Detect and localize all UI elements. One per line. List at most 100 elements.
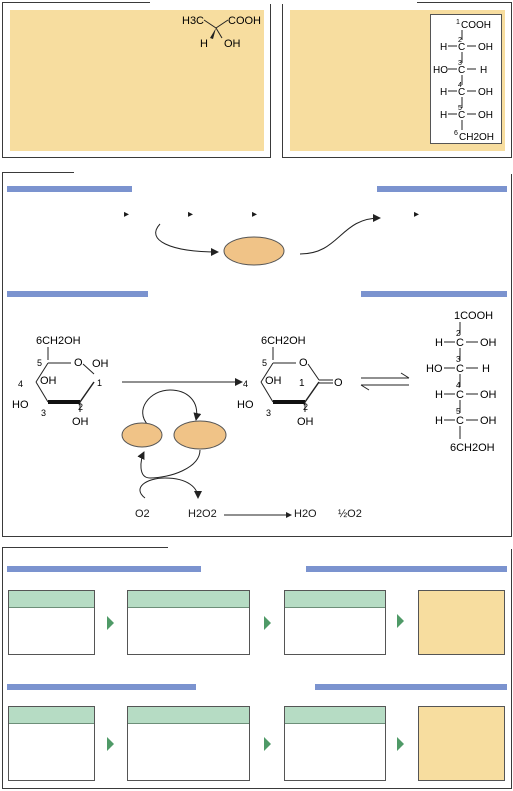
svg-text:1: 1 [299,378,305,389]
bottom-bar-right-1 [306,566,507,572]
equilibrium-arrows [360,372,410,391]
process-box-1 [8,590,95,655]
middle-bar-right-2 [361,291,507,297]
fischer-gluconic-acid: 1 COOH H 2 C OH HO 3 C H H 4 C OH H 5 C … [433,19,494,143]
pointer-marker-3: ▸ [252,209,258,220]
top-left-tan-area [10,10,264,151]
svg-text:H: H [440,87,447,98]
svg-text:H: H [480,65,487,76]
top-left-tab-gap [150,0,271,4]
svg-text:5: 5 [37,358,42,368]
middle-bar-right-1 [377,186,507,192]
process-arrow-6 [397,737,404,751]
svg-text:6CH2OH: 6CH2OH [36,335,81,347]
svg-text:1COOH: 1COOH [454,310,493,322]
svg-text:6CH2OH: 6CH2OH [450,442,495,454]
svg-text:H: H [435,337,443,349]
svg-text:H: H [435,415,443,427]
top-right-tab-gap [282,0,417,4]
glucose-oxidase-reaction [121,378,243,499]
h2o-label: H2O [294,508,317,520]
process-result-1 [418,590,505,655]
svg-text:C: C [458,65,465,76]
top-left-panel [2,2,271,158]
svg-text:H: H [482,363,490,375]
process-box-5 [127,706,250,781]
svg-text:O: O [299,357,308,369]
svg-text:1: 1 [97,378,102,388]
bottom-bar-left-1 [7,566,201,572]
svg-text:OH: OH [265,375,282,387]
process-arrow-4 [107,737,114,751]
enzyme-right [173,420,227,450]
svg-text:C: C [458,42,465,53]
svg-text:H: H [435,389,443,401]
svg-text:2: 2 [456,329,461,338]
svg-text:C: C [458,110,465,121]
svg-text:OH: OH [92,358,109,370]
lactic-cooh: COOH [228,15,261,27]
upper-enzyme-reaction [155,214,381,266]
svg-text:5: 5 [456,407,461,416]
process-result-2 [418,706,505,781]
svg-text:OH: OH [480,389,497,401]
svg-text:HO: HO [237,399,254,411]
process-box-3 [284,590,386,655]
svg-text:C: C [456,389,464,401]
svg-text:H: H [440,42,447,53]
lactic-acid-structure: H3C COOH H OH [182,15,261,50]
svg-text:2: 2 [303,402,308,412]
pointer-marker-4: ▸ [414,209,420,220]
glucose-structure: 6CH2OH 5 O OH 1 4 OH HO 3 2 OH [12,335,109,428]
svg-text:OH: OH [40,375,57,387]
catalase-arrow [224,512,292,518]
svg-text:O: O [334,377,343,389]
bottom-bar-right-2 [315,684,507,690]
svg-text:H: H [440,110,447,121]
svg-text:3: 3 [458,60,462,67]
process-box-2 [127,590,250,655]
enzyme-left [121,422,163,448]
svg-text:CH2OH: CH2OH [459,132,494,143]
svg-text:COOH: COOH [461,20,491,31]
svg-text:4: 4 [18,379,23,389]
svg-text:3: 3 [456,355,461,364]
svg-text:2: 2 [458,37,462,44]
o2-label: O2 [135,508,150,520]
svg-text:OH: OH [297,416,314,428]
svg-text:C: C [456,363,464,375]
svg-text:4: 4 [243,379,248,389]
svg-text:C: C [456,415,464,427]
gluconolactone-structure: 6CH2OH 5 O 1 O 4 OH HO 3 2 OH [237,335,343,428]
svg-text:OH: OH [72,416,89,428]
middle-panel [2,172,512,537]
middle-tab-gap [74,170,512,174]
bottom-bar-left-2 [7,684,196,690]
svg-text:HO: HO [433,65,448,76]
svg-text:4: 4 [458,82,462,89]
lactic-h: H [200,38,208,50]
svg-text:6CH2OH: 6CH2OH [261,335,306,347]
svg-text:O: O [74,357,83,369]
svg-text:HO: HO [426,363,443,375]
process-arrow-5 [264,737,271,751]
middle-bar-left-2 [7,291,148,297]
svg-text:OH: OH [478,87,493,98]
process-arrow-3 [397,614,404,628]
svg-text:3: 3 [266,408,271,418]
half-o2-label: ½O2 [338,508,362,520]
svg-text:OH: OH [480,337,497,349]
svg-text:2: 2 [78,402,83,412]
svg-text:6: 6 [454,130,458,137]
lactic-oh: OH [224,38,241,50]
pointer-marker-2: ▸ [188,209,194,220]
svg-text:3: 3 [41,408,46,418]
process-box-4 [8,706,95,781]
gluconic-acid-structure: 1COOH H 2 C OH HO 3 C H H 4 C OH H 5 C O… [426,310,497,454]
svg-text:5: 5 [262,358,267,368]
svg-text:4: 4 [456,381,461,390]
svg-text:OH: OH [478,42,493,53]
svg-text:HO: HO [12,399,29,411]
upper-enzyme [223,236,285,266]
process-arrow-1 [107,616,114,630]
